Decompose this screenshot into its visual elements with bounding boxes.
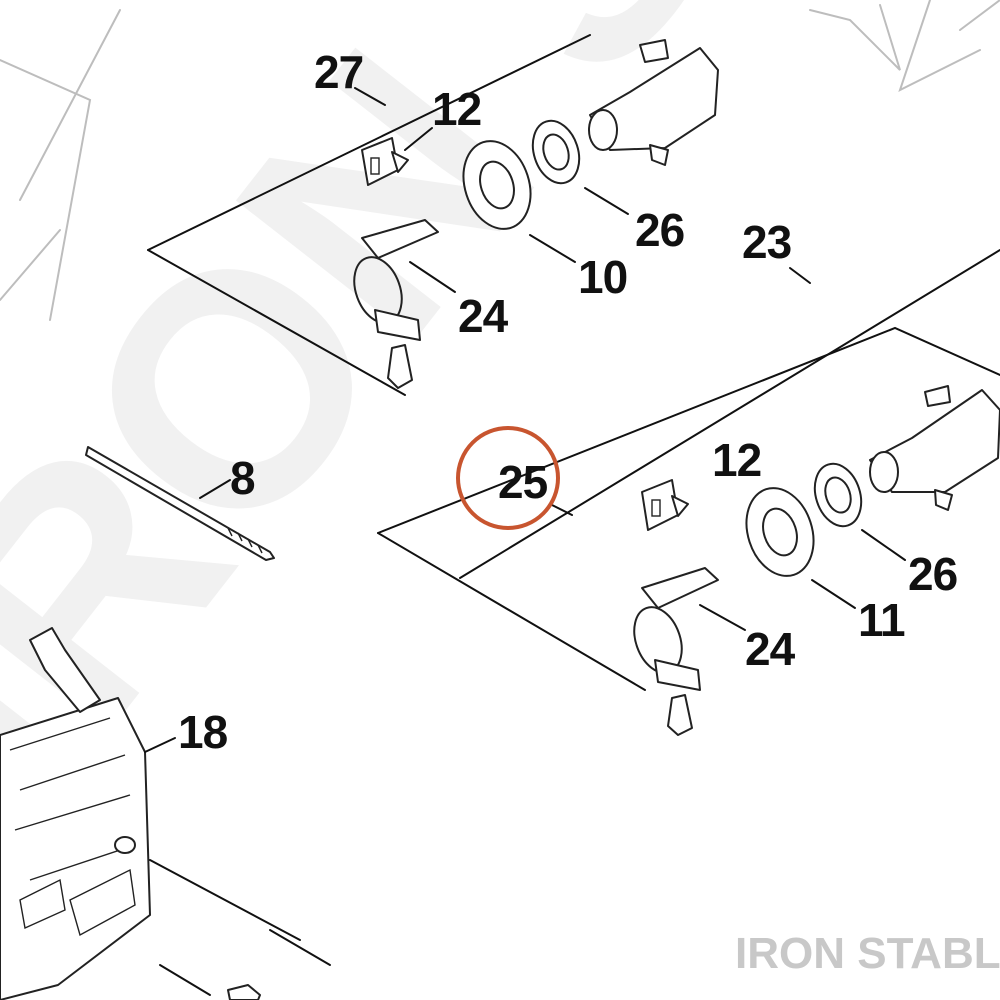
callout-12-upper: 12	[432, 83, 481, 135]
callout-26-upper: 26	[635, 204, 684, 256]
callout-27: 27	[314, 46, 363, 98]
brand-label: IRON STABLE	[735, 929, 1000, 978]
callout-10: 10	[578, 251, 627, 303]
callout-12-lower: 12	[712, 434, 761, 486]
part-18-housing	[0, 627, 331, 1000]
background-sketch-lines	[0, 0, 1000, 321]
part-26-nut-lower	[813, 462, 906, 561]
callout-25: 25	[498, 456, 548, 508]
part-24-ring-key-upper	[353, 219, 456, 389]
group-25-bracket	[377, 249, 1000, 691]
part-lock-cylinder-upper	[588, 39, 719, 166]
part-10-washer	[462, 140, 576, 263]
part-24-ring-key-lower	[633, 567, 746, 736]
part-12-clip-lower	[641, 479, 689, 531]
highlight-circle	[456, 426, 560, 530]
callout-24-upper: 24	[458, 290, 509, 342]
part-11-washer	[745, 487, 856, 609]
part-12-clip-upper	[361, 127, 433, 186]
part-26-nut-upper	[531, 119, 629, 215]
callout-18: 18	[178, 706, 228, 758]
background-watermark: IRON STABLE	[0, 0, 1000, 863]
callout-26-lower: 26	[908, 548, 957, 600]
callout-23: 23	[742, 216, 791, 268]
callout-24-lower: 24	[745, 623, 796, 675]
watermark-text: IRON STABLE	[0, 0, 1000, 863]
callout-11: 11	[858, 594, 905, 646]
callout-8: 8	[230, 452, 255, 504]
group-27-bracket	[147, 34, 591, 396]
part-small-fastener	[227, 984, 261, 1000]
part-lock-cylinder-lower	[869, 385, 1000, 511]
part-8-rod	[85, 446, 275, 561]
